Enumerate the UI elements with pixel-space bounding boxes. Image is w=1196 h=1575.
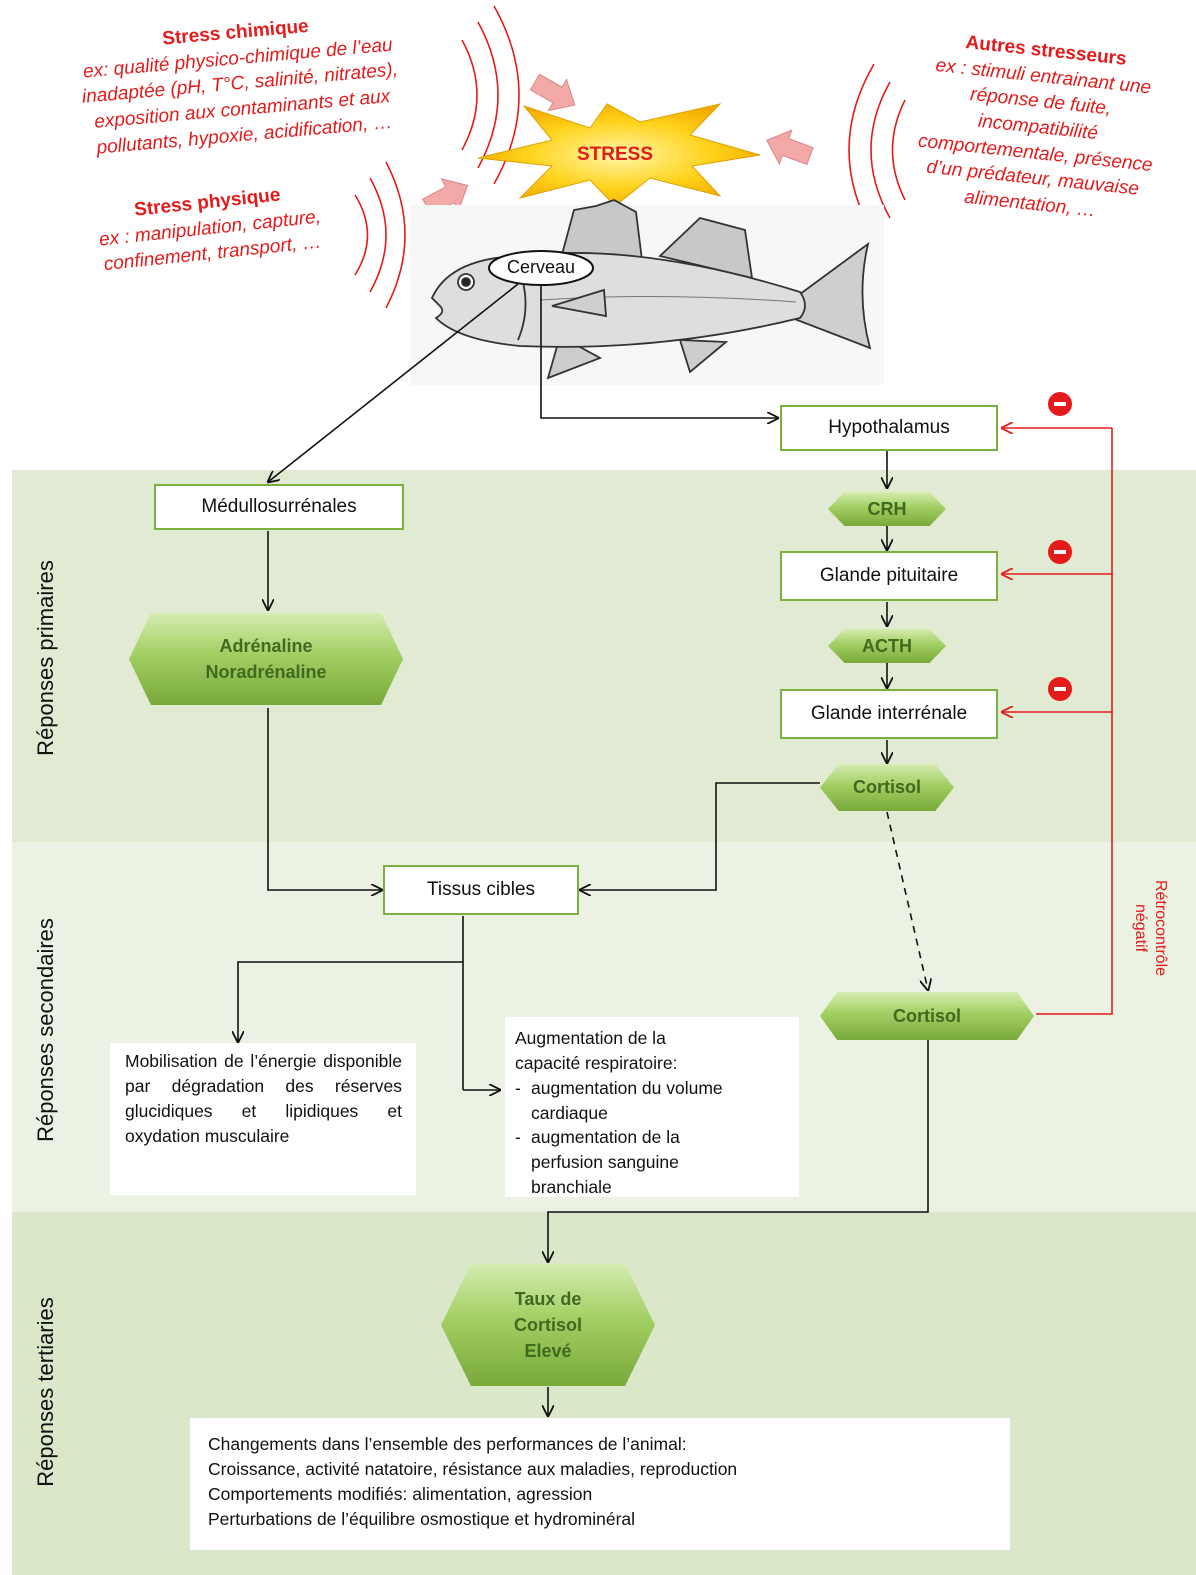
respiratory-item-1: - augmentation du volume cardiaque bbox=[515, 1076, 789, 1126]
negative-feedback-hypothalamus-icon bbox=[1048, 392, 1072, 416]
performance-line-3: Comportements modifiés: alimentation, ag… bbox=[208, 1483, 593, 1504]
high-cortisol-line-3: Elevé bbox=[524, 1341, 572, 1362]
high-cortisol-line-2: Cortisol bbox=[513, 1314, 582, 1335]
respiratory-capacity-text: Augmentation de la capacité respiratoire… bbox=[505, 1017, 799, 1197]
cortisol-hex-secondary: Cortisol bbox=[820, 992, 1034, 1040]
pituitary-box: Glande pituitaire bbox=[780, 551, 998, 601]
performance-line-2: Croissance, activité natatoire, résistan… bbox=[208, 1458, 738, 1479]
negative-feedback-label: Rétrocontrôle négatif bbox=[1132, 879, 1169, 977]
other-stressors-text: Autres stresseurs ex : stimuli entrainan… bbox=[879, 23, 1196, 233]
energy-mobilisation-text: Mobilisation de l’énergie disponible par… bbox=[110, 1043, 416, 1195]
hypothalamus-box: Hypothalamus bbox=[780, 405, 998, 451]
brain-label: Cerveau bbox=[506, 257, 576, 277]
chemical-stress-waves bbox=[461, 5, 520, 185]
adrenaline-hex: Adrénaline Noradrénaline bbox=[129, 613, 403, 705]
respiratory-item-2: - augmentation de la perfusion sanguine … bbox=[515, 1125, 789, 1200]
respiratory-intro: Augmentation de la capacité respiratoire… bbox=[515, 1028, 678, 1073]
respiratory-item-2-text: augmentation de la perfusion sanguine br… bbox=[531, 1127, 680, 1198]
physical-stress-waves bbox=[354, 161, 406, 309]
target-tissues-box: Tissus cibles bbox=[383, 865, 579, 915]
acth-hex: ACTH bbox=[828, 629, 946, 663]
performance-line-1: Changements dans l’ensemble des performa… bbox=[208, 1434, 687, 1454]
noradrenaline-label: Noradrénaline bbox=[205, 662, 327, 682]
high-cortisol-hex: Taux de Cortisol Elevé bbox=[441, 1264, 655, 1386]
stress-label: STRESS bbox=[576, 144, 654, 165]
cortisol-hex-primary: Cortisol bbox=[820, 764, 954, 811]
medullosurrenales-box: Médullosurrénales bbox=[154, 484, 404, 530]
performance-line-4: Perturbations de l’équilibre osmostique … bbox=[208, 1508, 636, 1529]
high-cortisol-line-1: Taux de bbox=[514, 1288, 582, 1309]
negative-feedback-pituitary-icon bbox=[1048, 540, 1072, 564]
interrenal-box: Glande interrénale bbox=[780, 689, 998, 739]
adrenaline-label: Adrénaline bbox=[219, 635, 313, 656]
animal-performance-text: Changements dans l’ensemble des performa… bbox=[190, 1418, 1010, 1550]
other-stressors-example: ex : stimuli entrainant une réponse de f… bbox=[917, 54, 1154, 222]
negative-feedback-interrenal-icon bbox=[1048, 677, 1072, 701]
crh-hex: CRH bbox=[828, 492, 946, 526]
respiratory-item-1-text: augmentation du volume cardiaque bbox=[531, 1077, 723, 1123]
